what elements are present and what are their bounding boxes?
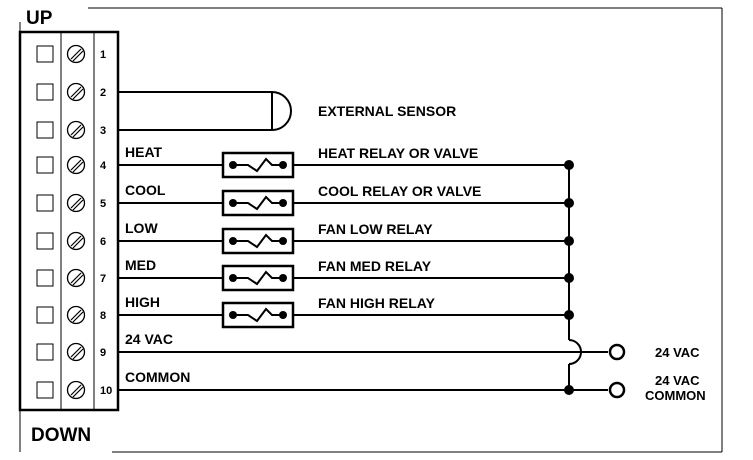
relay-switch-icon <box>221 189 295 217</box>
junction-dot <box>564 273 574 283</box>
terminal-7: 7 MED <box>36 257 156 288</box>
terminal-block: 1 2 3 4 HEAT 5 COOL 6 LOW 7 MED 8 HIGH 9 24 VAC 10 COMMO… <box>18 30 190 412</box>
terminal-slot <box>36 121 54 139</box>
terminal-number: 10 <box>100 385 112 397</box>
junction-dot <box>564 160 574 170</box>
junction-dot <box>564 310 574 320</box>
terminal-slot <box>36 45 54 63</box>
terminal-6: 6 LOW <box>36 220 158 251</box>
terminal-common-icon <box>608 381 626 399</box>
terminal-4: 4 HEAT <box>36 144 163 175</box>
wire-label: COOL <box>125 182 166 198</box>
wire-label: HEAT <box>125 144 163 160</box>
output-common: 24 VAC COMMON <box>118 373 706 403</box>
down-label: DOWN <box>31 425 91 446</box>
external-sensor-label: EXTERNAL SENSOR <box>318 103 456 119</box>
external-sensor: EXTERNAL SENSOR <box>118 91 456 131</box>
relay-load-label: FAN LOW RELAY <box>318 221 433 237</box>
terminal-slot <box>36 83 54 101</box>
terminal-slot <box>36 156 54 174</box>
terminal-3: 3 <box>36 120 106 140</box>
terminal-number: 3 <box>100 125 106 137</box>
terminal-number: 1 <box>100 49 106 61</box>
relay-circuit-6: FAN LOW RELAY <box>118 221 569 255</box>
wire-label: MED <box>125 257 156 273</box>
wire-label: 24 VAC <box>125 331 173 347</box>
terminal-number: 6 <box>100 236 106 248</box>
terminal-number: 4 <box>100 160 107 172</box>
terminal-slot <box>36 232 54 250</box>
terminals: 1 2 3 4 HEAT 5 COOL 6 LOW 7 MED 8 HIGH 9 24 VAC 10 COMMO… <box>36 44 190 400</box>
terminal-1: 1 <box>36 44 106 64</box>
relay-load-label: HEAT RELAY OR VALVE <box>318 145 478 161</box>
wire-label: HIGH <box>125 294 160 310</box>
junction-dot <box>564 236 574 246</box>
terminal-slot <box>36 306 54 324</box>
terminal-24vac-icon <box>608 343 626 361</box>
relays: HEAT RELAY OR VALVE COOL RELAY OR VALVE FA… <box>118 145 569 329</box>
terminal-number: 2 <box>100 87 106 99</box>
terminal-number: 7 <box>100 273 106 285</box>
relay-load-label: FAN MED RELAY <box>318 258 432 274</box>
terminal-slot <box>36 269 54 287</box>
relay-circuit-4: HEAT RELAY OR VALVE <box>118 145 569 179</box>
terminal-number: 5 <box>100 198 106 210</box>
out-common-label-1: 24 VAC <box>655 373 700 388</box>
sensor-loop <box>271 91 292 131</box>
relay-switch-icon <box>221 301 295 329</box>
up-label: UP <box>26 8 53 29</box>
wire-label: LOW <box>125 220 158 236</box>
relay-switch-icon <box>221 264 295 292</box>
relay-load-label: COOL RELAY OR VALVE <box>318 183 481 199</box>
terminal-9: 9 24 VAC <box>36 331 173 362</box>
terminal-10: 10 COMMON <box>36 369 190 400</box>
terminal-slot <box>36 194 54 212</box>
terminal-number: 9 <box>100 347 106 359</box>
relay-switch-icon <box>221 151 295 179</box>
relay-switch-icon <box>221 227 295 255</box>
relay-circuit-8: FAN HIGH RELAY <box>118 295 569 329</box>
out-common-label-2: COMMON <box>645 388 706 403</box>
terminal-8: 8 HIGH <box>36 294 160 325</box>
relay-circuit-5: COOL RELAY OR VALVE <box>118 183 569 217</box>
terminal-slot <box>36 343 54 361</box>
terminal-number: 8 <box>100 310 106 322</box>
relay-circuit-7: FAN MED RELAY <box>118 258 569 292</box>
relay-load-label: FAN HIGH RELAY <box>318 295 436 311</box>
terminal-2: 2 <box>36 82 106 102</box>
wire-label: COMMON <box>125 369 190 385</box>
junction-dot <box>564 198 574 208</box>
terminal-slot <box>36 381 54 399</box>
terminal-5: 5 COOL <box>36 182 166 213</box>
output-24vac: 24 VAC <box>118 343 700 361</box>
out-24vac-label: 24 VAC <box>655 345 700 360</box>
